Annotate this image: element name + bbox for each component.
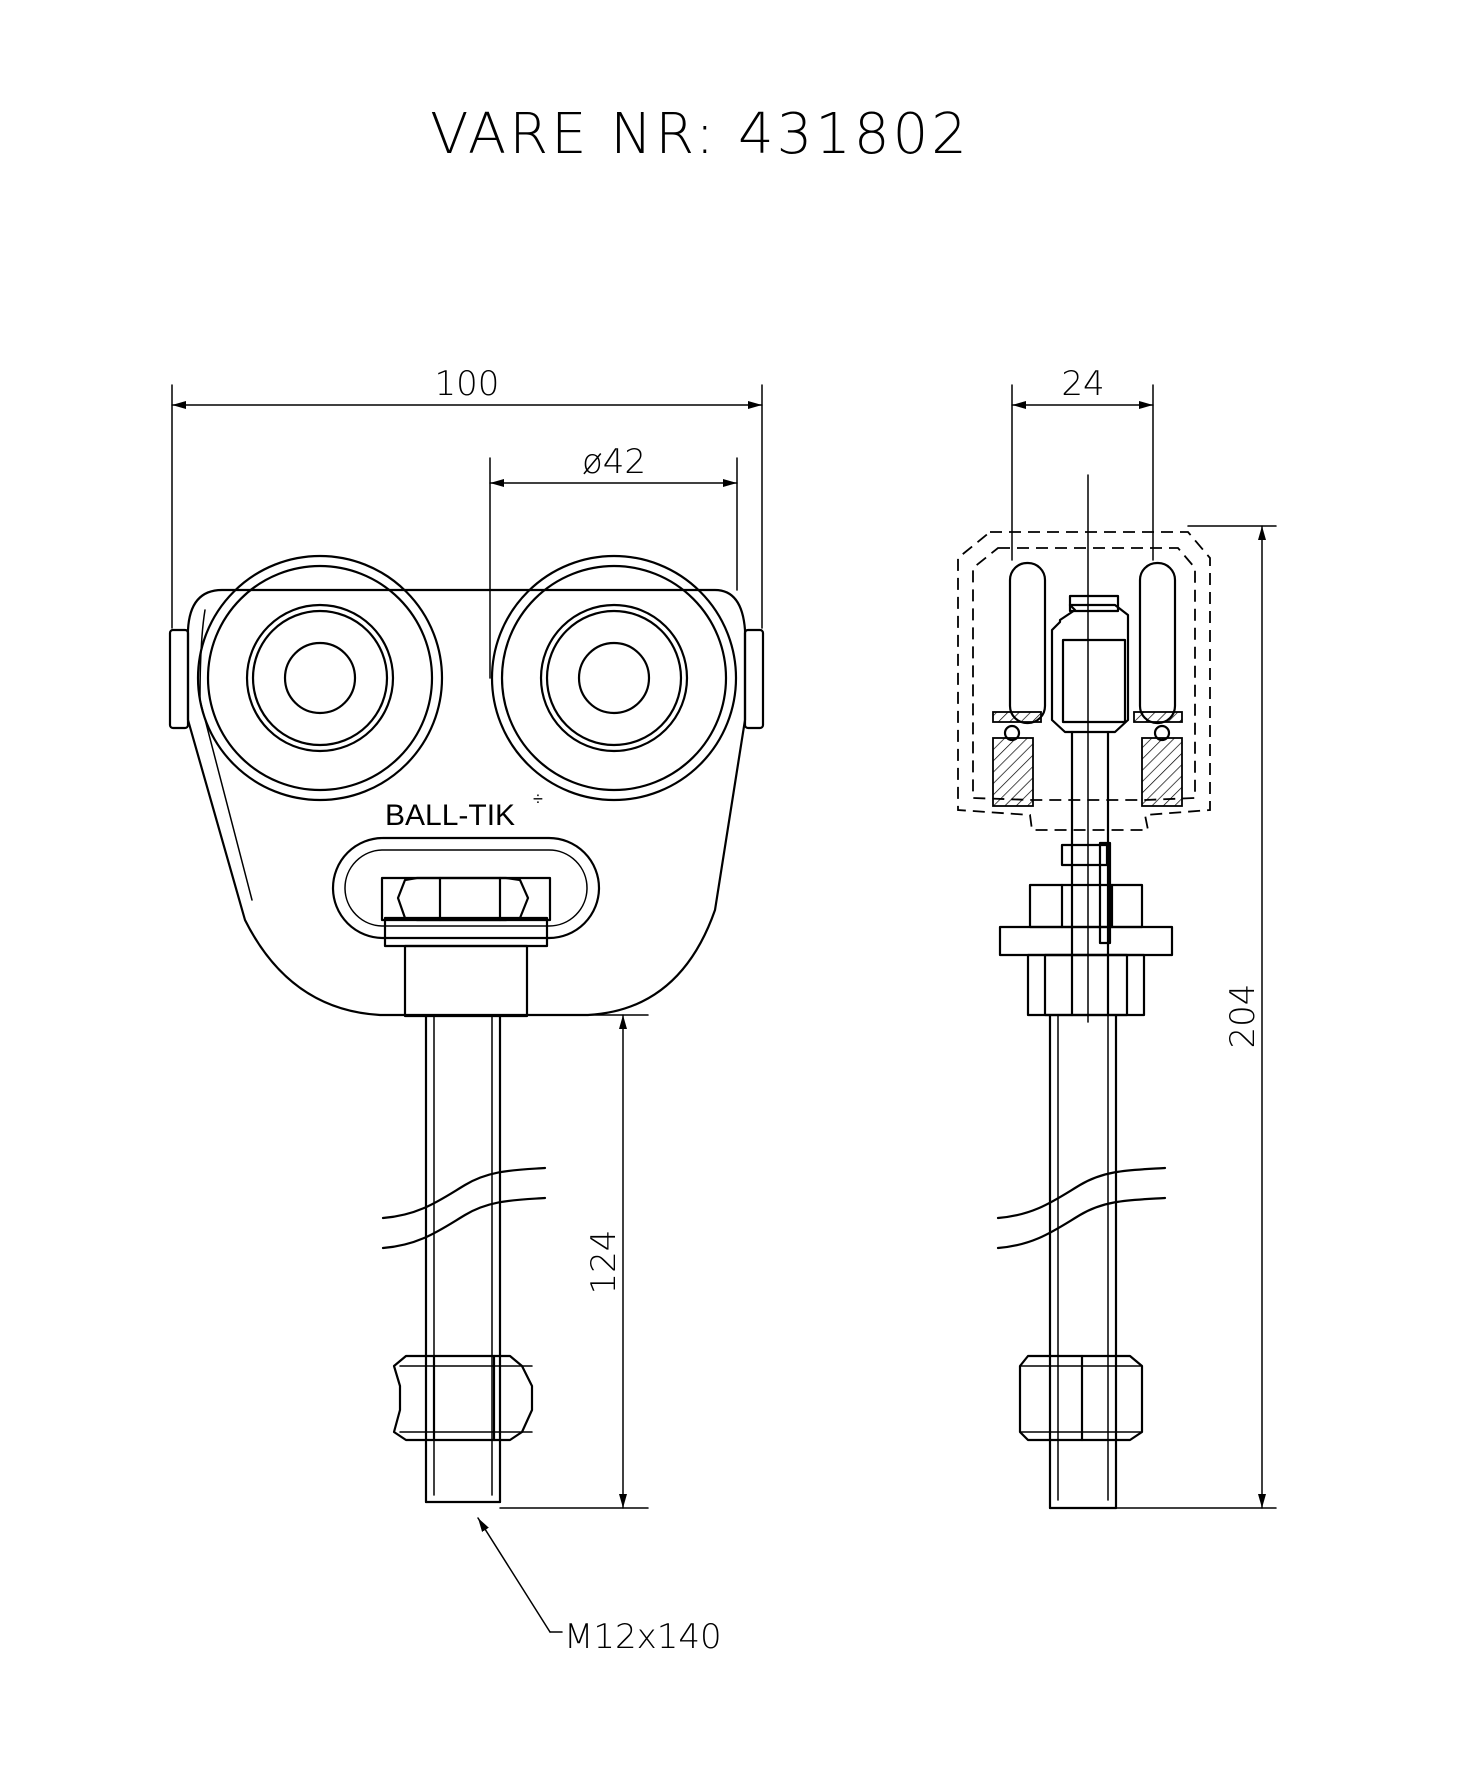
dim-204-label: 204 xyxy=(1223,984,1263,1049)
dim-24-label: 24 xyxy=(1061,364,1104,404)
brand-mark: ÷ xyxy=(533,789,543,809)
dim-shaft-length: 124 xyxy=(499,1014,649,1509)
brand-label: BALL-TIK xyxy=(385,799,515,832)
right-wheel xyxy=(490,554,738,802)
front-view: BALL-TIK ÷ xyxy=(168,364,765,1657)
dim-total-height: 204 xyxy=(1115,525,1277,1509)
side-nut-stack xyxy=(998,883,1174,1017)
bolt-callout-label: M12x140 xyxy=(564,1617,722,1657)
right-side-bumper xyxy=(743,628,765,730)
bottom-nut xyxy=(392,1354,534,1442)
side-bottom-nut xyxy=(1018,1354,1144,1442)
side-wheel-left xyxy=(992,561,1047,807)
adjustment-slot xyxy=(331,836,601,940)
side-wheel-right xyxy=(1133,561,1183,807)
dim-side-width: 24 xyxy=(1011,364,1154,561)
slot-nut xyxy=(380,876,552,1018)
dim-124-label: 124 xyxy=(584,1230,624,1295)
left-wheel xyxy=(196,554,444,802)
dim-wheel-diameter: ø42 xyxy=(489,442,738,679)
drawing-title: VARE NR: 431802 xyxy=(430,102,970,167)
bolt-shaft xyxy=(381,1014,547,1504)
side-bolt-shaft xyxy=(996,1014,1167,1510)
bolt-callout: M12x140 xyxy=(477,1517,722,1657)
dim-100-label: 100 xyxy=(435,364,500,404)
dim-overall-width: 100 xyxy=(171,364,763,629)
dim-42-label: ø42 xyxy=(582,442,646,482)
left-side-bumper xyxy=(168,628,190,730)
side-view: 24 204 xyxy=(957,364,1277,1510)
side-center-hub xyxy=(1050,474,1130,1023)
track-outline-outer xyxy=(957,531,1211,831)
